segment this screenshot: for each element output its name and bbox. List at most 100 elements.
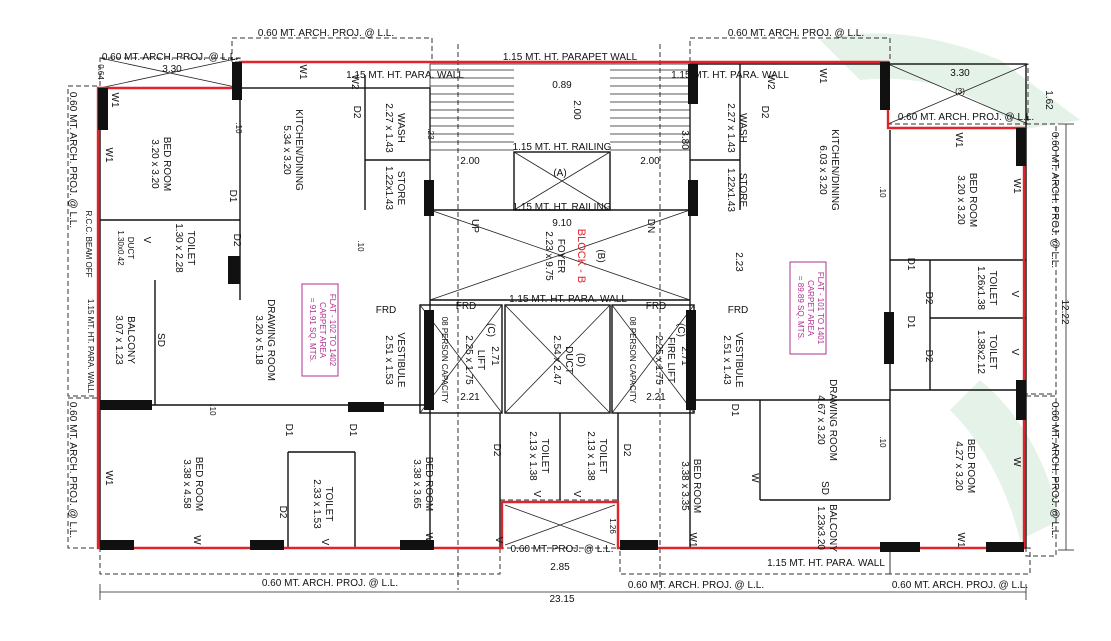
tag-w1-g: W1 [953, 133, 964, 148]
watermark [820, 33, 1080, 540]
vestibule-right-name: VESTIBULE [733, 332, 744, 387]
lift-right-size: 2.25 x 1.75 [653, 335, 664, 385]
tag-v-a: V [141, 237, 152, 244]
tag-10-a: .10 [234, 122, 243, 134]
staircase [419, 63, 695, 546]
foyer-name: FOYER [555, 239, 566, 273]
dim-330-right: 3.30 [950, 68, 970, 79]
tag-v-e: V [493, 537, 504, 544]
tag-d2-f: D2 [759, 106, 770, 119]
tag-w2-a: W2 [349, 75, 360, 90]
lift-left-name: LIFT [475, 350, 486, 371]
store-right-name: STORE [737, 173, 748, 208]
kitchen-left-size: 5.34 x 3.20 [281, 125, 292, 175]
tag-w1-j: W1 [955, 533, 966, 548]
dim-200-left: 2.00 [460, 156, 480, 167]
store-left-name: STORE [395, 171, 406, 206]
arch-proj-bottom-right: 0.60 MT. ARCH. PROJ. @ L.L. [892, 580, 1028, 591]
rcc-beam-label: R.C.C. BEAM OFF [84, 210, 93, 277]
railing-bottom-label: 1.15 MT. HT. RAILING [513, 202, 612, 213]
flat-right-box [789, 261, 827, 355]
toilet-left1-size: 1.30 x 2.28 [173, 223, 184, 273]
tag-frd-a: FRD [376, 305, 397, 316]
flat-left-box [301, 283, 339, 377]
para-wall-bottom-right: 1.15 MT. HT. PARA. WALL [767, 558, 885, 569]
arch-proj-right-upper: 0.60 MT. ARCH. PROJ. @ L.L. [1049, 132, 1060, 268]
toilet-mid-right-name: TOILET [597, 439, 608, 474]
lift-left-tag: (C) [485, 323, 496, 337]
tag-10-e: .10 [878, 436, 887, 448]
drawing-right-name: DRAWING ROOM [827, 379, 838, 461]
tag-v-g: V [1009, 349, 1020, 356]
arch-proj-right-mid: 0.60 MT. ARCH. PROJ. @ L.L. [898, 112, 1034, 123]
tag-d2-g: D2 [923, 292, 934, 305]
tag-d1-c: D1 [347, 424, 358, 437]
vestibule-left-size: 2.51 x 1.53 [383, 335, 394, 385]
arch-proj-top-right: 0.60 MT. ARCH. PROJ. @ L.L. [102, 52, 238, 63]
bed-right-mid-name: BED ROOM [691, 459, 702, 513]
arch-proj-top-center: 0.60 MT. ARCH. PROJ. @ L.L. [728, 28, 864, 39]
duct-mid-name: DUCT [563, 346, 574, 374]
dim-285: 2.85 [550, 562, 570, 573]
tag-10-d: .10 [878, 186, 887, 198]
tag-d2-a: D2 [351, 106, 362, 119]
wash-left-name: WASH [395, 113, 406, 143]
balcony-right-name: BALCONY [827, 504, 838, 552]
flat-right-line3: = 89.89 SQ. MTS. [796, 276, 805, 340]
store-right-size: 1.22x1.43 [725, 168, 736, 212]
balcony-left-name: BALCONY [125, 316, 136, 364]
bed-right-bottom-size: 4.27 x 3.20 [953, 441, 964, 491]
tag-d1-b: D1 [283, 424, 294, 437]
store-left-size: 1.22x1.43 [383, 166, 394, 210]
lift-left-capacity: 08 PERSON CAPACITY [440, 317, 449, 404]
tag-23-a: .23 [426, 128, 435, 140]
arch-proj-top-left: 0.60 MT. ARCH. PROJ. @ L.L. [258, 28, 394, 39]
arch-proj-right-lower: 0.60 MT. ARCH. PROJ. @ L.L. [1049, 402, 1060, 538]
tag-v-f: V [1009, 291, 1020, 298]
dim-330-left: 3.30 [162, 64, 182, 75]
toilet-left2-name: TOILET [323, 487, 334, 522]
bed-right-top-name: BED ROOM [967, 173, 978, 227]
arch-proj-bottom-left: 0.60 MT. ARCH. PROJ. @ L.L. [262, 578, 398, 589]
tag-w-c: W [749, 473, 760, 483]
dim-064: 0.64 [96, 64, 105, 80]
tag-frd-b: FRD [456, 301, 477, 312]
lift-right-tag: (C) [675, 323, 686, 337]
dim-223: 2.23 [733, 252, 744, 272]
drawing-right-size: 4.67 x 3.20 [815, 395, 826, 445]
bed-left-mid-name: BED ROOM [423, 457, 434, 511]
tag-d2-c: D2 [277, 506, 288, 519]
dim-200-right: 2.00 [640, 156, 660, 167]
toilet-mid-right-size: 2.13 x 1.38 [585, 431, 596, 481]
lift-right-name: FIRE LIFT [665, 337, 676, 383]
tag-d2-b: D2 [231, 234, 242, 247]
duct-mid-tag: (D) [575, 353, 586, 367]
duct-left-name: DUCT [126, 237, 135, 259]
tag-d2-h: D2 [923, 350, 934, 363]
duct-left-size: 1.30x0.42 [116, 230, 125, 266]
toilet-r2-size: 1.38x2.12 [975, 330, 986, 374]
kitchen-right-size: 6.03 x 3.20 [817, 145, 828, 195]
dim-271-left: 2.71 [489, 346, 500, 366]
dim-089: 0.89 [552, 80, 572, 91]
tag-d2-d: D2 [491, 444, 502, 457]
toilet-mid-left-name: TOILET [539, 439, 550, 474]
para-wall-right: 1.15 MT. HT. PARA. WALL [671, 70, 789, 81]
parapet-wall-label: 1.15 MT. HT. PARAPET WALL [503, 52, 638, 63]
tag-3: (3) [955, 87, 965, 96]
wash-left-size: 2.27 x 1.43 [383, 103, 394, 153]
arch-proj-bottom-lift: 0.60 MT. PROJ. @ L.L. [511, 544, 614, 555]
toilet-mid-left-size: 2.13 x 1.38 [527, 431, 538, 481]
tag-w1-h: W1 [1011, 179, 1022, 194]
arch-proj-left-lower: 0.60 MT. ARCH. PROJ. @ L.L. [67, 402, 78, 538]
para-wall-left: 1.15 MT. HT. PARA. WALL [346, 70, 464, 81]
flat-right-line1: FLAT - 101 TO 1401 [816, 272, 825, 345]
bed-right-mid-size: 3.38 x 3.35 [679, 461, 690, 511]
tag-frd-c: FRD [646, 301, 667, 312]
para-wall-left-vertical: 1.15 MT. HT. PARA. WALL [86, 299, 95, 394]
tag-w1-b: W1 [109, 93, 120, 108]
lift-left-size: 2.25 x 1.75 [463, 335, 474, 385]
tag-sd-a: SD [155, 333, 166, 347]
toilet-r2-name: TOILET [987, 335, 998, 370]
